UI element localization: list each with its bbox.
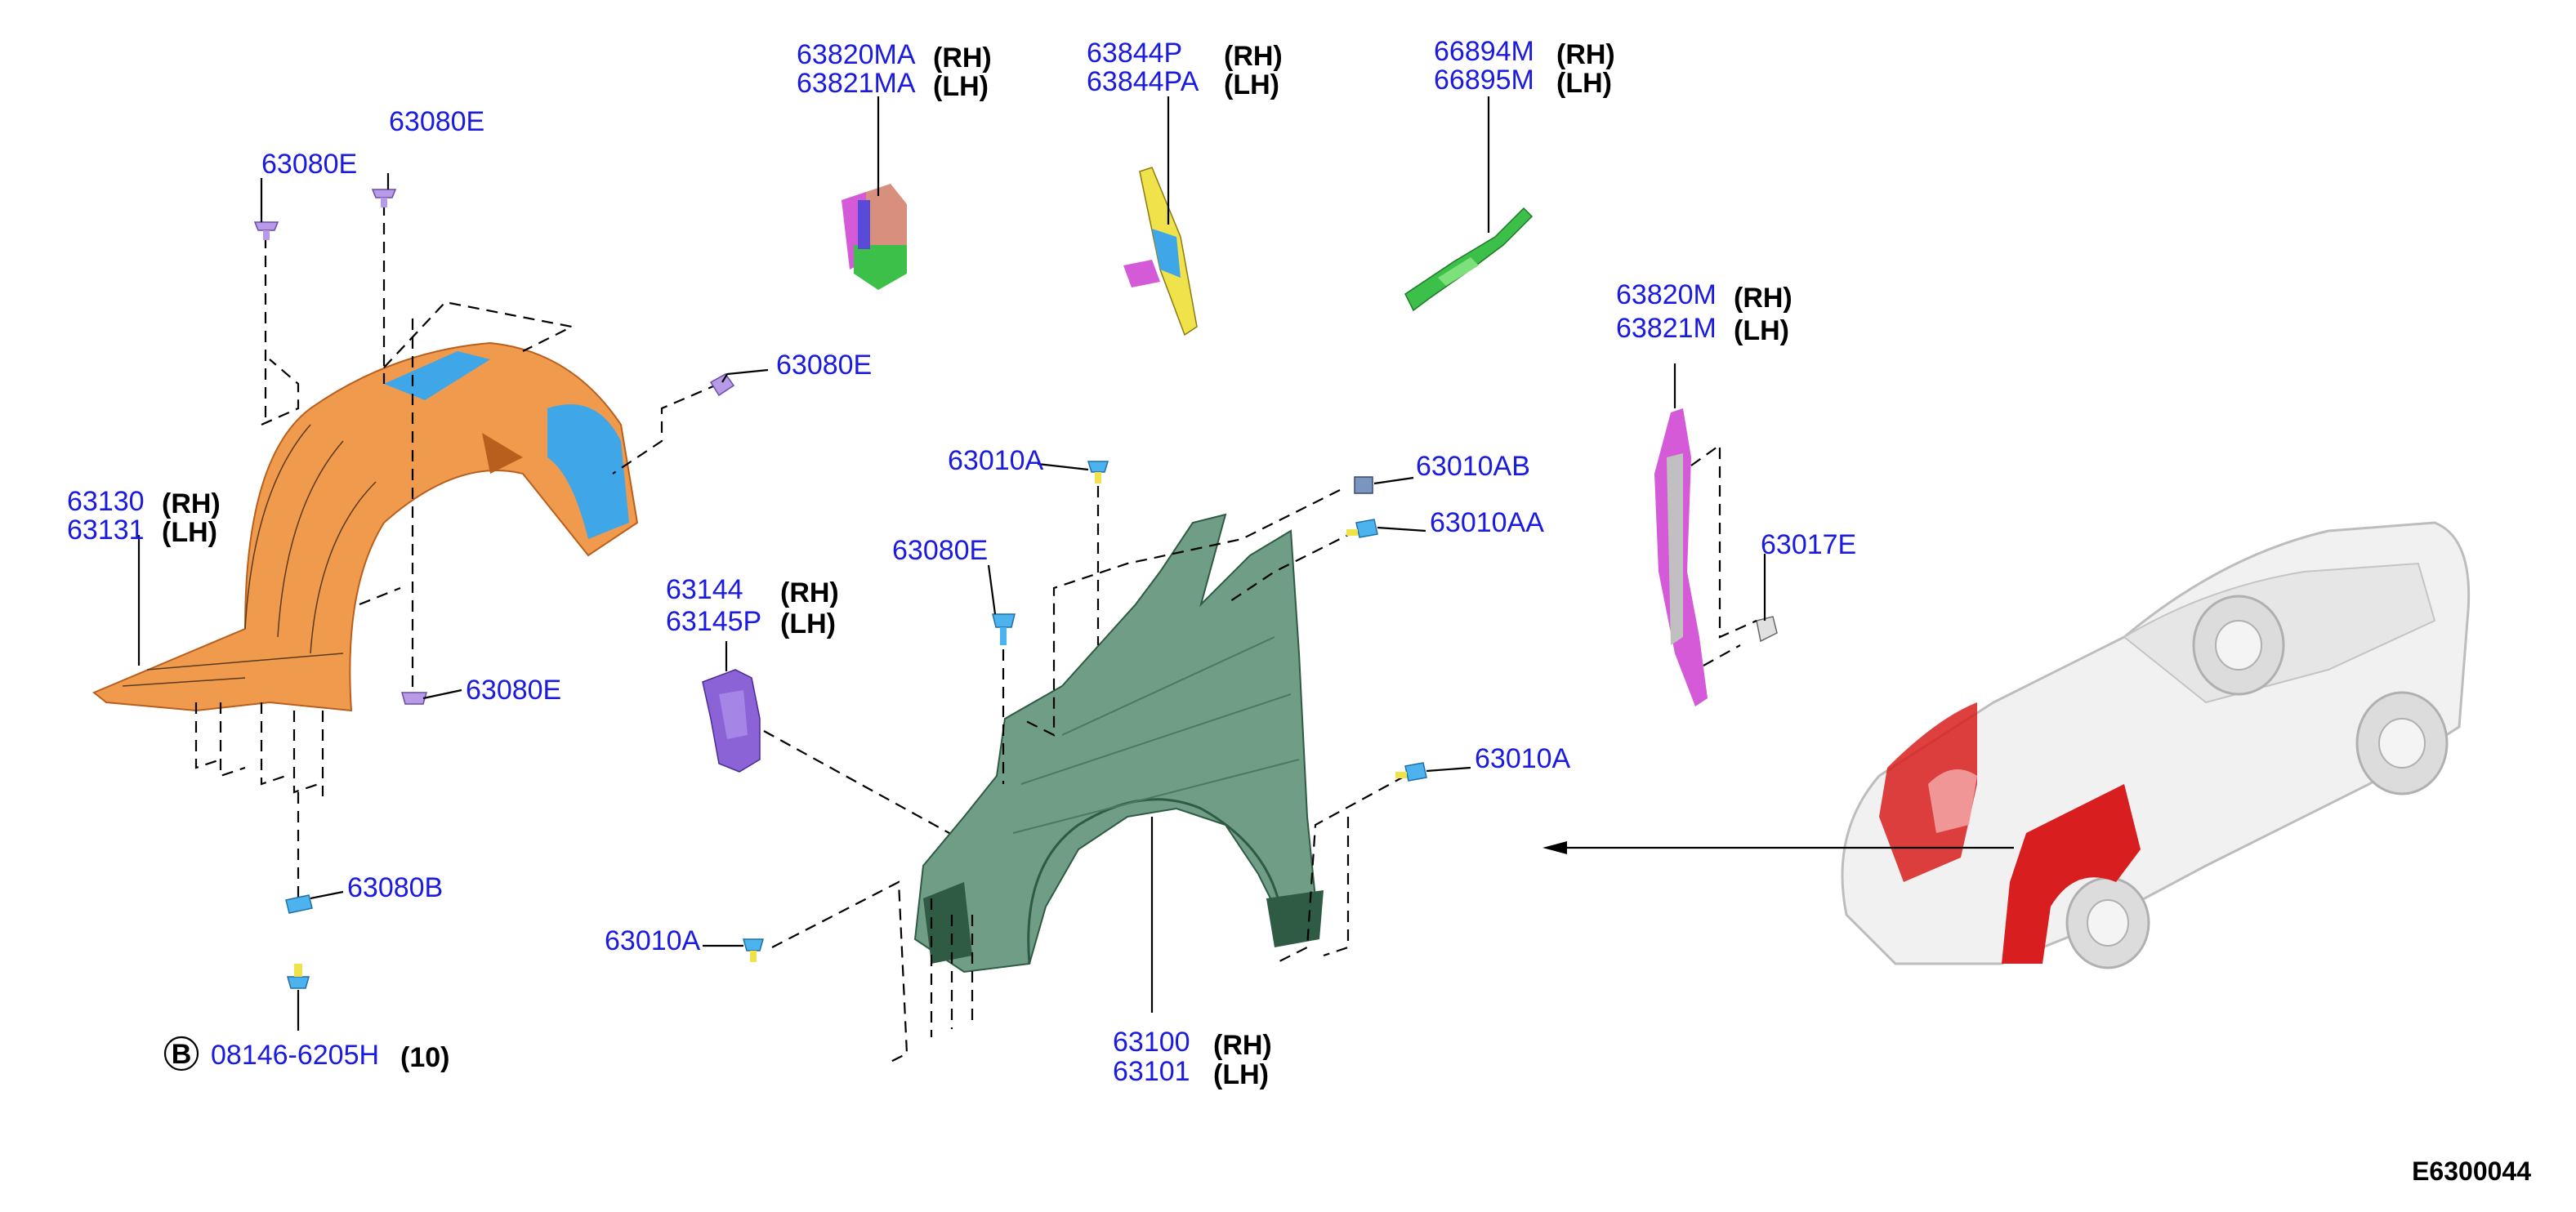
- bolt-quantity: (10): [400, 1042, 449, 1073]
- liner-clip-b[interactable]: [285, 894, 313, 914]
- bracket-a-side-rh: (RH): [933, 42, 992, 74]
- bracket-d-side-lh: (LH): [1734, 315, 1789, 346]
- callout-screw-ab: 63010AB: [1416, 451, 1530, 482]
- callout-screw-left: 63010A: [605, 925, 701, 956]
- bolt-ref-circle: [163, 1036, 199, 1072]
- bracket-c-side-rh: (RH): [1556, 39, 1615, 70]
- bracket-b-part[interactable]: [1123, 167, 1198, 336]
- callout-liner: 63130 63131 (RH) (LH): [67, 486, 221, 548]
- liner-clip-top-right[interactable]: [371, 189, 397, 207]
- bracket-d-guide: [1690, 443, 1757, 639]
- bracket-b-part-rh: 63844P: [1087, 38, 1182, 69]
- callout-bracket-d: 63820M 63821M (RH) (LH): [1616, 279, 1792, 346]
- callout-bracket-c: 66894M 66895M (RH) (LH): [1434, 36, 1615, 99]
- bracket-e-side-rh: (RH): [780, 577, 839, 608]
- fender-part-rh: 63100: [1113, 1027, 1190, 1058]
- callout-clip-top1: 63080E: [261, 149, 357, 180]
- liner-clip-top-left[interactable]: [253, 221, 279, 240]
- screw-top-part[interactable]: [1087, 461, 1109, 483]
- callout-clip-right: 63080E: [776, 350, 872, 381]
- callout-bracket-e: 63144 63145P (RH) (LH): [666, 574, 839, 639]
- bracket-a-part-rh: 63820MA: [797, 39, 916, 70]
- fender-guide-lines: [771, 486, 1406, 1063]
- callout-clip-bottom: 63080E: [466, 675, 561, 706]
- screw-right-part[interactable]: [1395, 762, 1427, 782]
- bracket-e-part-rh: 63144: [666, 574, 743, 605]
- bracket-e-part-lh: 63145P: [666, 606, 761, 637]
- liner-clip-right[interactable]: [709, 373, 735, 397]
- screw-aa-part[interactable]: [1346, 519, 1378, 538]
- location-arrow: [1542, 841, 2014, 854]
- vehicle-location-view: [1841, 521, 2471, 969]
- liner-clip-bottom[interactable]: [401, 692, 427, 705]
- callout-screw-top: 63010A: [948, 445, 1044, 476]
- liner-part-rh: 63130: [67, 486, 145, 517]
- fender-liner-part[interactable]: [92, 341, 639, 712]
- callout-clip-fender: 63080E: [892, 535, 988, 566]
- callout-bolt: B 08146-6205H (10): [163, 1036, 449, 1073]
- bracket-d-part-rh: 63820M: [1616, 279, 1717, 310]
- bracket-e-guide: [763, 730, 965, 842]
- bolt-ref-letter: B: [172, 1039, 192, 1070]
- callout-screw-aa: 63010AA: [1430, 507, 1544, 538]
- clip-e-part[interactable]: [1756, 616, 1778, 643]
- bracket-c-part-rh: 66894M: [1434, 36, 1534, 67]
- leader-lines: [137, 96, 1766, 1031]
- bracket-a-part-lh: 63821MA: [797, 68, 916, 99]
- bracket-b-side-rh: (RH): [1224, 41, 1283, 72]
- bolt-part[interactable]: [287, 964, 310, 989]
- fender-clip-part[interactable]: [992, 613, 1016, 645]
- callout-clip-b: 63080B: [347, 872, 443, 903]
- bracket-b-part-lh: 63844PA: [1087, 66, 1199, 97]
- bolt-part-number: 08146-6205H: [211, 1040, 379, 1071]
- screw-ab-part[interactable]: [1354, 476, 1373, 494]
- bracket-c-side-lh: (LH): [1556, 68, 1612, 99]
- callout-clip-e: 63017E: [1761, 529, 1856, 560]
- liner-part-lh: 63131: [67, 515, 145, 546]
- bracket-a-side-lh: (LH): [933, 71, 989, 102]
- bracket-e-side-lh: (LH): [780, 608, 836, 639]
- bracket-a-part[interactable]: [842, 184, 907, 290]
- bracket-d-part-lh: 63821M: [1616, 313, 1717, 344]
- fender-side-rh: (RH): [1213, 1030, 1272, 1061]
- fender-part-lh: 63101: [1113, 1056, 1190, 1087]
- callout-fender: 63100 63101 (RH) (LH): [1113, 1027, 1272, 1090]
- bracket-d-side-rh: (RH): [1734, 283, 1792, 314]
- callout-screw-right: 63010A: [1475, 743, 1571, 774]
- fender-part[interactable]: [913, 513, 1324, 974]
- callout-bracket-b: 63844P 63844PA (RH) (LH): [1087, 38, 1283, 100]
- liner-side-rh: (RH): [162, 488, 221, 519]
- bracket-d-part[interactable]: [1654, 408, 1708, 706]
- callout-clip-top2: 63080E: [389, 106, 484, 137]
- bracket-c-part[interactable]: [1404, 207, 1534, 312]
- bracket-b-side-lh: (LH): [1224, 69, 1279, 100]
- callout-bracket-a: 63820MA 63821MA (RH) (LH): [797, 39, 992, 102]
- diagram-code: E6300044: [2412, 1156, 2531, 1186]
- bracket-c-part-lh: 66895M: [1434, 65, 1534, 96]
- bracket-e-part[interactable]: [702, 669, 761, 773]
- liner-guide-lines: [194, 204, 720, 898]
- bracket-d-guide-2: [1703, 644, 1741, 666]
- liner-side-lh: (LH): [162, 517, 217, 548]
- screw-left-part[interactable]: [743, 938, 764, 962]
- fender-side-lh: (LH): [1213, 1059, 1269, 1090]
